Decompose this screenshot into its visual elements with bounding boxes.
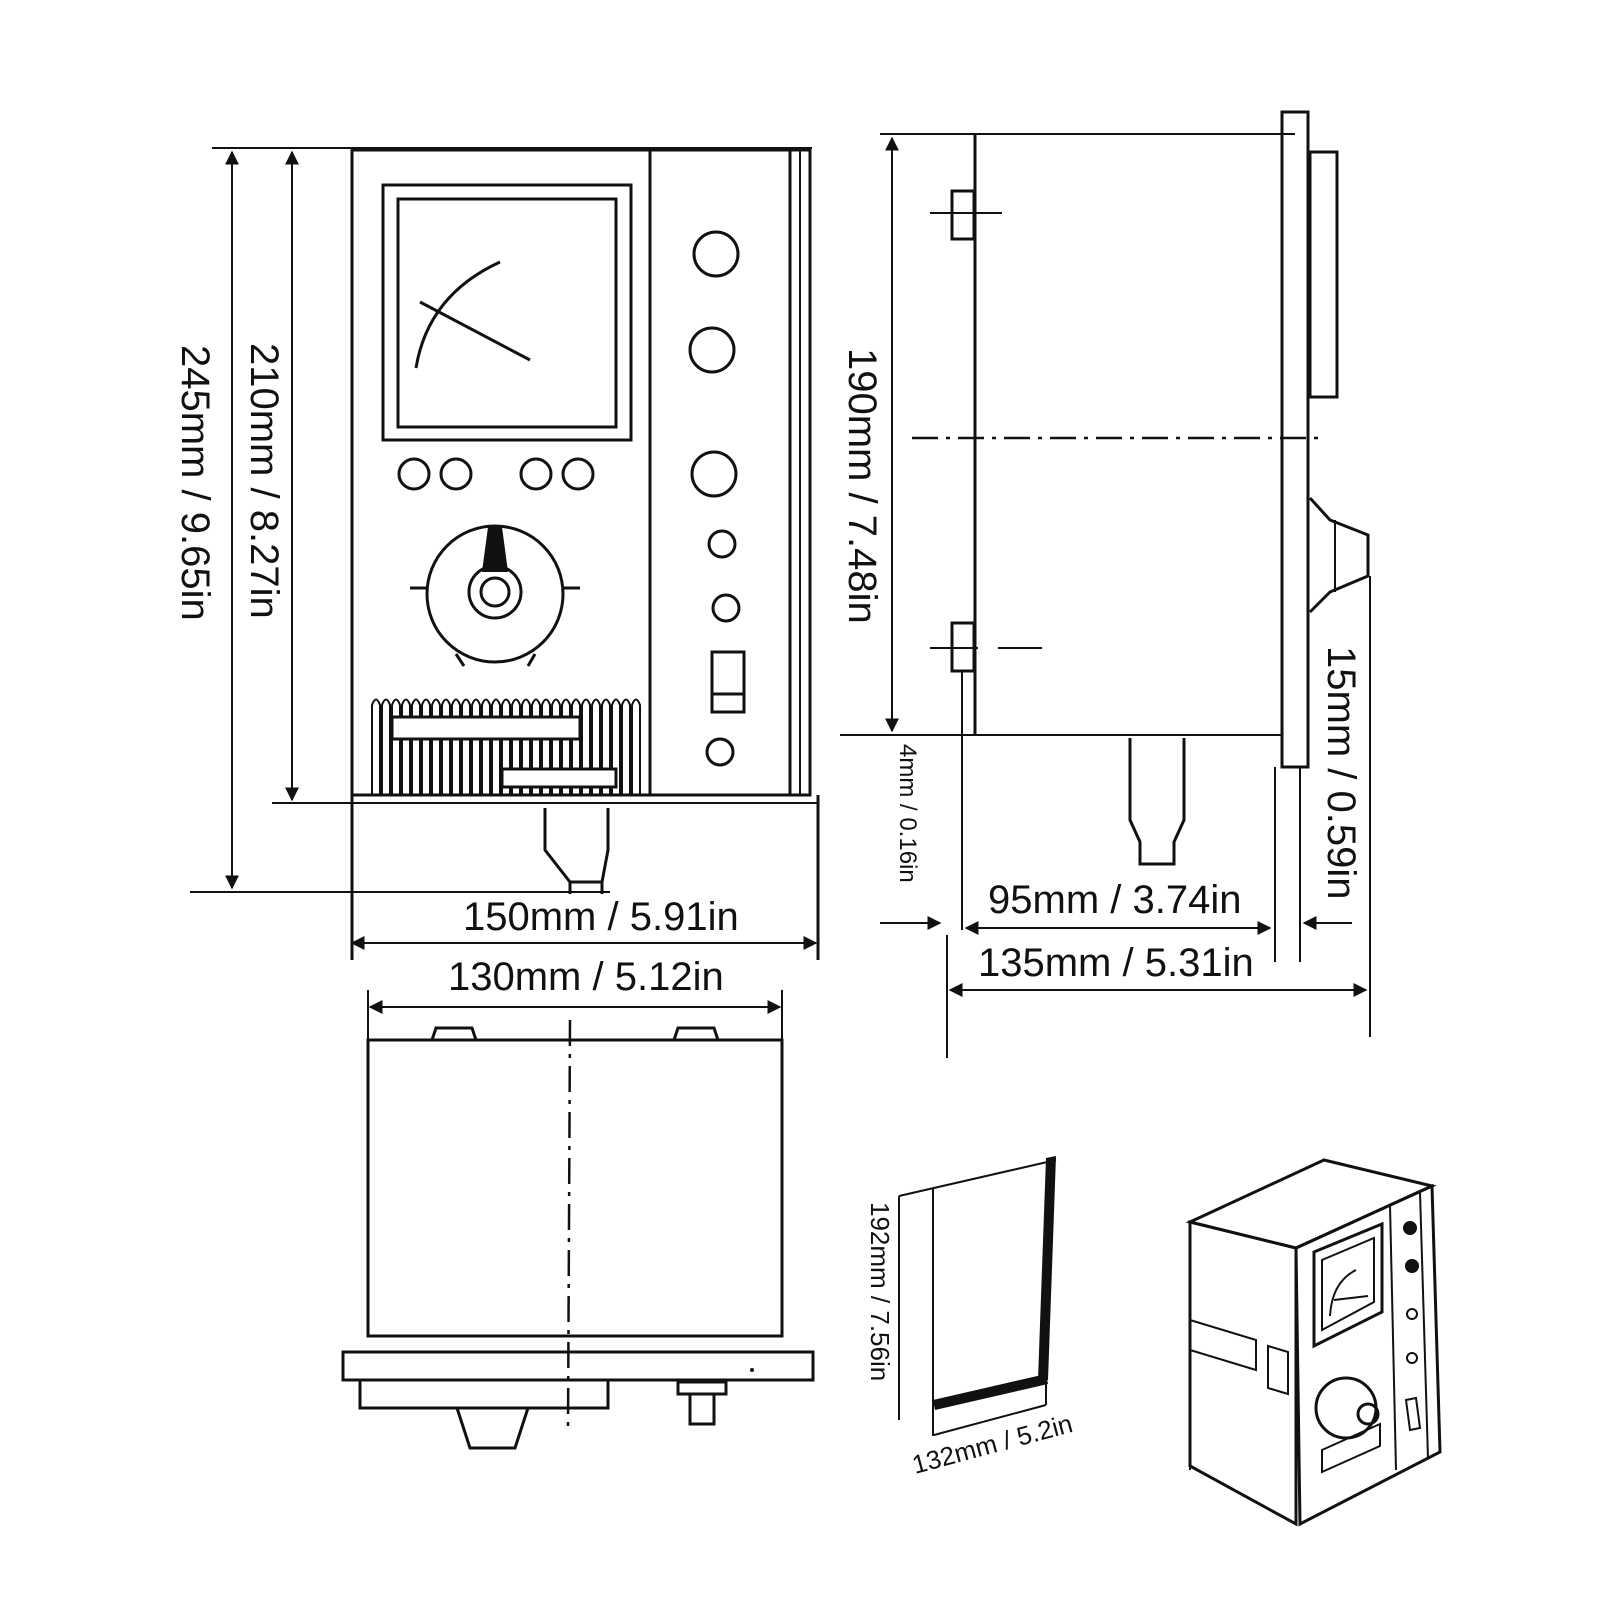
fin <box>591 698 601 795</box>
fin <box>631 698 641 795</box>
label-front-body-height: 210mm / 8.27in <box>242 343 286 619</box>
label-side-offset: 4mm / 0.16in <box>894 744 921 883</box>
fin <box>581 698 591 795</box>
label-front-total-width: 150mm / 5.91in <box>463 895 739 939</box>
top-view <box>341 990 815 1450</box>
fin <box>421 698 431 795</box>
fin <box>471 698 481 795</box>
fin <box>461 698 471 795</box>
fin <box>561 698 571 795</box>
side-controls <box>688 230 746 767</box>
fin <box>441 698 451 795</box>
small-knobs <box>397 457 595 491</box>
label-side-body-height: 190mm / 7.48in <box>840 348 884 624</box>
fin <box>381 698 391 795</box>
label-top-width: 130mm / 5.12in <box>448 955 724 999</box>
fin <box>511 698 521 795</box>
label-side-total-depth: 135mm / 5.31in <box>978 941 1254 985</box>
fin <box>551 698 561 795</box>
fin <box>401 698 411 795</box>
fin <box>411 698 421 795</box>
fin <box>491 698 501 795</box>
side-view <box>840 110 1371 1058</box>
meter-icon <box>381 183 633 442</box>
fin <box>521 698 531 795</box>
heat-sink-fins <box>371 698 641 795</box>
fin <box>611 698 621 795</box>
label-cutout-height: 192mm / 7.56in <box>865 1202 895 1381</box>
front-view <box>350 148 820 960</box>
front-dimensions <box>190 147 818 950</box>
isometric-view <box>1185 1158 1442 1527</box>
fin <box>621 698 631 795</box>
panel-cutout <box>898 1156 1057 1436</box>
fin <box>481 698 491 795</box>
label-front-total-height: 245mm / 9.65in <box>173 345 217 621</box>
dial-knob-icon <box>410 524 580 667</box>
fin <box>541 698 551 795</box>
fin <box>371 698 381 795</box>
fin <box>601 698 611 795</box>
fin <box>501 698 511 795</box>
fin <box>451 698 461 795</box>
fin <box>571 698 581 795</box>
fin <box>431 698 441 795</box>
label-side-depth: 95mm / 3.74in <box>988 878 1241 922</box>
label-side-panel-thickness: 15mm / 0.59in <box>1319 646 1363 899</box>
fin <box>531 698 541 795</box>
front-housing <box>350 148 812 797</box>
fin <box>391 698 401 795</box>
side-dimensions <box>880 136 1368 997</box>
